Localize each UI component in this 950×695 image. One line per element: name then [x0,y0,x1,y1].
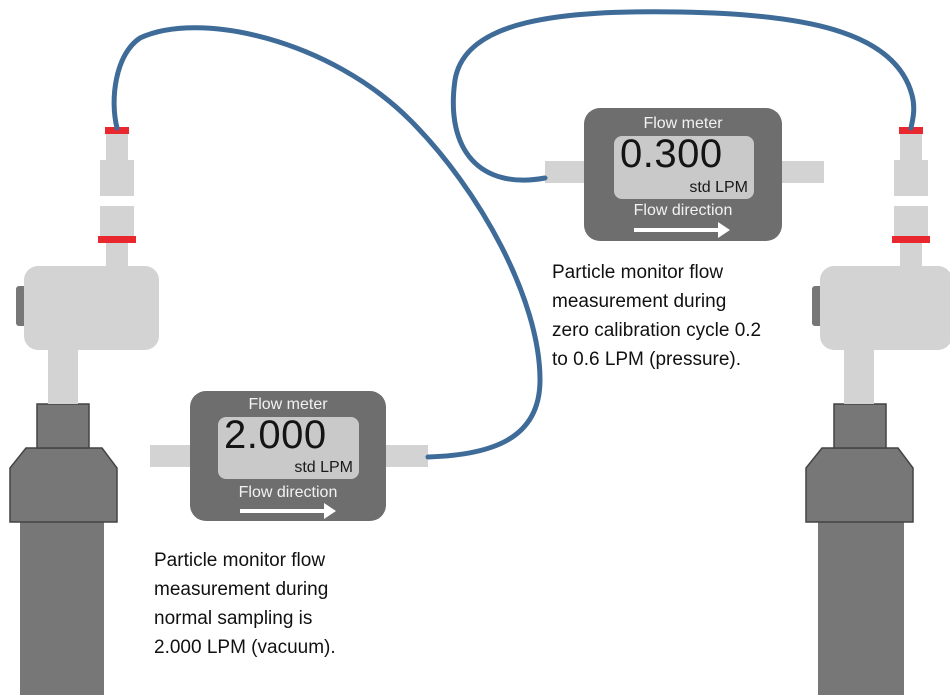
right-fitting-top [900,128,922,162]
right-meter-outlet-port [778,161,824,183]
right-fitting-lower [894,206,928,238]
flow-meter-left-direction-label: Flow direction [238,484,338,501]
left-splitter-body [24,266,159,350]
left-monitor-head [9,447,118,523]
right-particle-monitor [805,127,950,695]
right-connector-band-lower [892,236,930,243]
left-inlet-stem [48,350,78,404]
left-particle-monitor [9,127,159,695]
flow-meter-left-reading: 2.000 [224,413,327,457]
left-fitting-lower [100,206,134,238]
right-monitor-column [818,522,904,695]
left-monitor-column [20,522,104,695]
left-fitting-upper [100,160,134,196]
tube-left-monitor-to-left-meter [111,25,543,460]
right-monitor-head [805,447,914,523]
right-monitor-cap [833,403,887,449]
right-tube-fitting-base [900,236,922,270]
note-zero-calibration: Particle monitor flow measurement during… [552,262,762,370]
flow-meter-right-arrow-icon [634,222,730,238]
left-meter-inlet-port [150,445,195,467]
right-meter-inlet-port [545,161,590,183]
flow-meter-right: Flow meter 0.300 std LPM Flow direction [584,108,782,241]
left-monitor-cap [36,403,90,449]
flow-meter-left-unit: std LPM [294,459,353,476]
flow-meter-right-display: 0.300 std LPM [614,132,754,199]
left-connector-band-lower [98,236,136,243]
flow-meter-left-arrow-icon [240,503,336,519]
left-fitting-top [106,128,128,162]
left-meter-outlet-port [382,445,428,467]
flow-meter-left: Flow meter 2.000 std LPM Flow direction [190,391,386,521]
right-splitter-body [820,266,950,350]
flow-meter-left-title: Flow meter [248,396,328,413]
flow-meter-right-reading: 0.300 [620,132,723,176]
flow-meter-right-unit: std LPM [689,179,748,196]
flow-meter-right-title: Flow meter [643,115,723,132]
tube-right-meter-to-right-monitor [450,9,917,183]
left-tube-fitting-base [106,236,128,270]
flow-meter-right-direction-label: Flow direction [633,202,733,219]
right-inlet-stem [844,350,874,404]
note-normal-sampling: Particle monitor flow measurement during… [154,550,336,658]
right-fitting-upper [894,160,928,196]
flow-meter-left-display: 2.000 std LPM [218,413,359,479]
